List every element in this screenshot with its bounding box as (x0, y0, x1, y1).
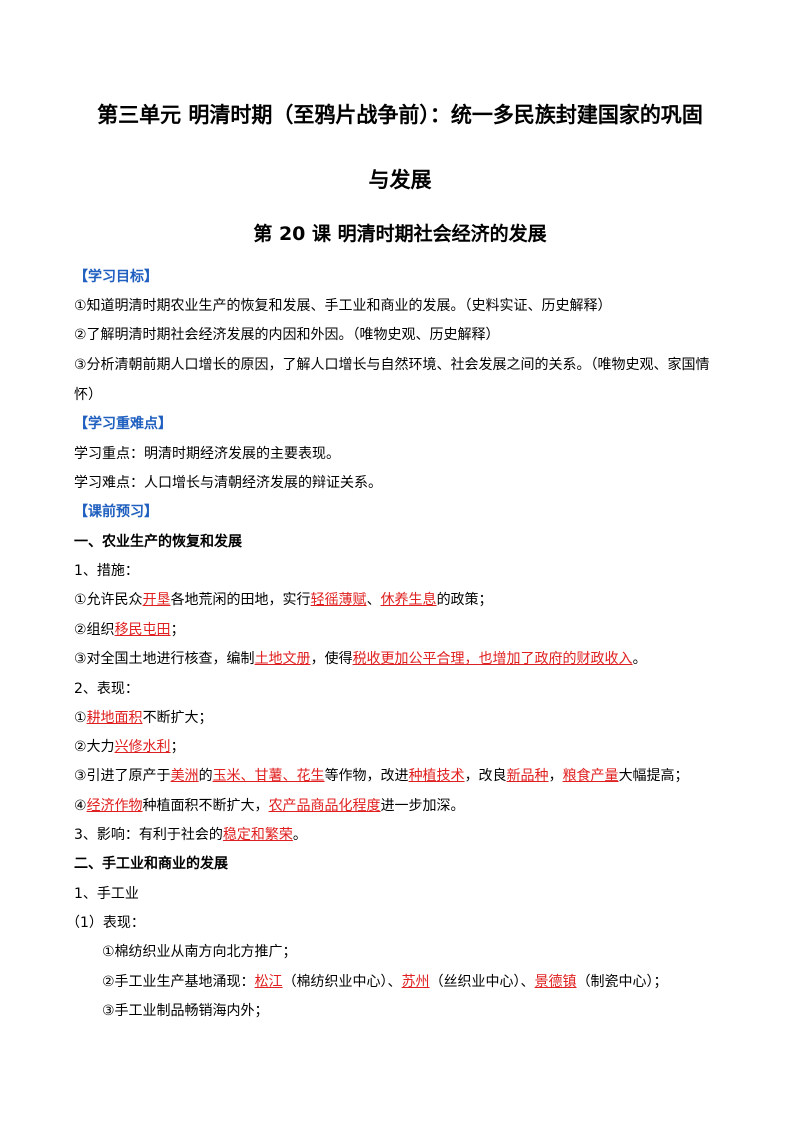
text: 大幅提高； (618, 768, 689, 784)
text: 种植面积不断扩大， (142, 798, 269, 814)
text: ②组织 (74, 622, 115, 638)
handicraft-item-2: ②手工业生产基地涌现：松江（棉纺织业中心）、苏州（丝织业中心）、景德镇（制瓷中心… (102, 972, 668, 992)
performance-3: ③引进了原产于美洲的玉米、甘薯、花生等作物，改进种植技术，改良新品种，粮食产量大… (74, 766, 689, 786)
answer: 开垦 (142, 592, 171, 608)
text: ③引进了原产于 (74, 768, 171, 784)
handicraft-item-1: ①棉纺织业从南方向北方推广； (102, 944, 297, 960)
text: 不断扩大； (142, 710, 213, 726)
text: 。 (292, 827, 307, 843)
text: ，改良 (464, 768, 507, 784)
unit-title-line1: 第三单元 明清时期（至鸦片战争前）：统一多民族封建国家的巩固 (97, 103, 703, 127)
text: 、 (366, 592, 381, 608)
text: （制瓷中心）； (576, 974, 668, 990)
answer: 休养生息 (380, 592, 437, 608)
goal-item-1: ①知道明清时期农业生产的恢复和发展、手工业和商业的发展。（史料实证、历史解释） (74, 298, 612, 314)
unit-title-line2: 与发展 (368, 168, 432, 192)
goal-item-2: ②了解明清时期社会经济发展的内因和外因。（唯物史观、历史解释） (74, 327, 500, 343)
answer: 新品种 (506, 768, 549, 784)
handicraft-item-3: ③手工业制品畅销海内外； (102, 1003, 269, 1019)
text: 等作物，改进 (324, 768, 409, 784)
answer: 苏州 (401, 974, 430, 990)
text: （丝织业中心）、 (429, 974, 535, 990)
text: 进一步加深。 (380, 798, 465, 814)
measures-label: 1、措施： (74, 563, 139, 579)
goals-heading: 【学习目标】 (74, 269, 158, 285)
text: ②大力 (74, 739, 115, 755)
text: ②手工业生产基地涌现： (102, 974, 255, 990)
answer: 玉米、甘薯、花生 (212, 768, 325, 784)
answer: 景德镇 (534, 974, 577, 990)
preview-heading: 【课前预习】 (74, 504, 158, 520)
impact-line: 3、影响：有利于社会的稳定和繁荣。 (74, 825, 307, 845)
goal-item-3: ③分析清朝前期人口增长的原因，了解人口增长与自然环境、社会发展之间的关系。（唯物… (74, 357, 710, 373)
text: 各地荒闲的田地，实行 (170, 592, 311, 608)
answer: 粮食产量 (562, 768, 619, 784)
answer: 耕地面积 (86, 710, 143, 726)
text: 的政策； (436, 592, 493, 608)
answer: 种植技术 (408, 768, 465, 784)
measure-1: ①允许民众开垦各地荒闲的田地，实行轻徭薄赋、休养生息的政策； (74, 590, 493, 610)
text: （棉纺织业中心）、 (282, 974, 402, 990)
answer: 美洲 (170, 768, 199, 784)
text: ； (170, 739, 185, 755)
text: ③对全国土地进行核查，编制 (74, 651, 255, 667)
text: ①允许民众 (74, 592, 143, 608)
performance-4: ④经济作物种植面积不断扩大，农产品商品化程度进一步加深。 (74, 796, 465, 816)
answer: 经济作物 (86, 798, 143, 814)
text: 的 (198, 768, 213, 784)
performance-2: ②大力兴修水利； (74, 737, 185, 757)
answer: 松江 (254, 974, 283, 990)
performance-1: ①耕地面积不断扩大； (74, 708, 213, 728)
text: ④ (74, 798, 87, 814)
answer: 稳定和繁荣 (222, 827, 293, 843)
focus-text: 学习重点：明清时期经济发展的主要表现。 (74, 446, 340, 462)
handicraft-label: 1、手工业 (74, 886, 139, 902)
text: ① (74, 710, 87, 726)
answer: 土地文册 (254, 651, 311, 667)
text: ； (170, 622, 185, 638)
text: 3、影响：有利于社会的 (74, 827, 223, 843)
text: ， (548, 768, 563, 784)
text: 。 (632, 651, 647, 667)
key-points-heading: 【学习重难点】 (74, 416, 172, 432)
difficulty-text: 学习难点：人口增长与清朝经济发展的辩证关系。 (74, 475, 382, 491)
answer: 轻徭薄赋 (310, 592, 367, 608)
answer: 税收更加公平合理，也增加了政府的财政收入 (352, 651, 633, 667)
answer: 农产品商品化程度 (268, 798, 381, 814)
section2-title: 二、手工业和商业的发展 (74, 856, 228, 872)
handicraft-performance-label: （1）表现： (66, 915, 145, 931)
measure-3: ③对全国土地进行核查，编制土地文册，使得税收更加公平合理，也增加了政府的财政收入… (74, 649, 647, 669)
text: ，使得 (310, 651, 353, 667)
answer: 移民屯田 (114, 622, 171, 638)
goal-item-3-continued: 怀） (74, 387, 102, 403)
answer: 兴修水利 (114, 739, 171, 755)
performance-label: 2、表现： (74, 681, 139, 697)
lesson-title: 第 20 课 明清时期社会经济的发展 (253, 223, 547, 245)
section1-title: 一、农业生产的恢复和发展 (74, 534, 242, 550)
measure-2: ②组织移民屯田； (74, 620, 185, 640)
